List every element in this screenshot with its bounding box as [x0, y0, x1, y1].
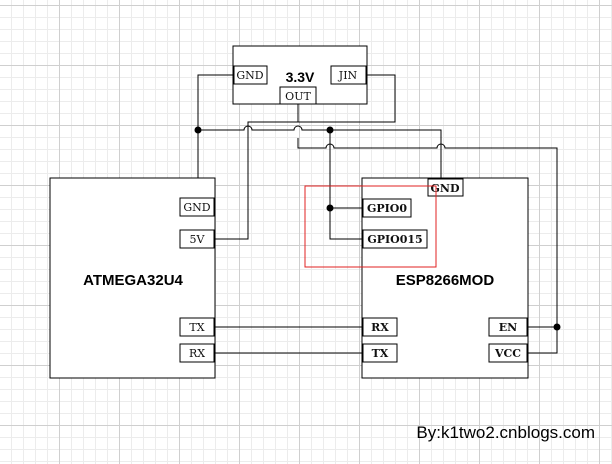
junction-gnd [194, 126, 202, 134]
wifi-pin-vcc-box [488, 343, 528, 363]
mcu-label: ATMEGA32U4 [83, 272, 183, 289]
wifi-pin-rx-box [362, 317, 398, 337]
regulator-pin-gnd: GND [236, 69, 263, 82]
regulator-pin-jin-box [330, 65, 367, 85]
wire-reg-gnd [197, 74, 233, 198]
wifi-pin-gnd-box [427, 178, 464, 197]
junction-gpio [326, 126, 334, 134]
wifi-pin-gpio0: GPIO0 [367, 202, 407, 215]
wire-gnd-bus [198, 125, 442, 180]
mcu-pin-5v-box [179, 229, 215, 249]
mcu-pin-rx: RX [189, 347, 205, 360]
mcu-pin-tx: TX [189, 321, 204, 334]
highlight-box [304, 185, 437, 268]
wire-jin-5v [215, 74, 396, 240]
mcu-pin-gnd-box [179, 197, 215, 217]
wifi-pin-tx: TX [372, 347, 389, 360]
junctions [194, 126, 561, 331]
mcu-pin-gnd: GND [183, 201, 210, 214]
wifi-label: ESP8266MOD [396, 272, 495, 289]
wifi-pin-gpio15: GPIO015 [367, 233, 422, 246]
regulator: 3.3V GND JIN OUT [232, 45, 368, 105]
wifi-pin-gpio0-box [362, 198, 412, 218]
junction-gpio0 [326, 204, 334, 212]
junction-vcc-en [553, 323, 561, 331]
regulator-label: 3.3V [286, 69, 315, 85]
mcu-pin-tx-box [179, 317, 215, 337]
wire-gpio-tie [329, 130, 362, 240]
wifi-pin-en: EN [499, 321, 517, 334]
wifi-pin-en-box [488, 317, 528, 337]
wire-out-vcc [297, 104, 558, 354]
wires [197, 74, 558, 354]
wifi-pin-gnd: GND [431, 182, 460, 195]
wifi-pin-rx: RX [371, 321, 389, 334]
credit-text: By:k1two2.cnblogs.com [416, 423, 595, 442]
mcu: ATMEGA32U4 GND 5V TX RX [49, 177, 216, 379]
wifi-pin-vcc: VCC [494, 347, 521, 360]
wifi-pin-tx-box [362, 343, 398, 363]
regulator-pin-jin: JIN [338, 69, 358, 82]
wifi-pin-gpio15-box [362, 229, 428, 249]
regulator-pin-gnd-box [233, 65, 268, 85]
regulator-pin-out-box [279, 86, 317, 105]
wifi-module: ESP8266MOD GND GPIO0 GPIO015 RX TX EN VC… [361, 177, 529, 379]
mcu-pin-rx-box [179, 343, 215, 363]
mcu-pin-5v: 5V [190, 233, 206, 246]
regulator-pin-out: OUT [285, 90, 311, 103]
